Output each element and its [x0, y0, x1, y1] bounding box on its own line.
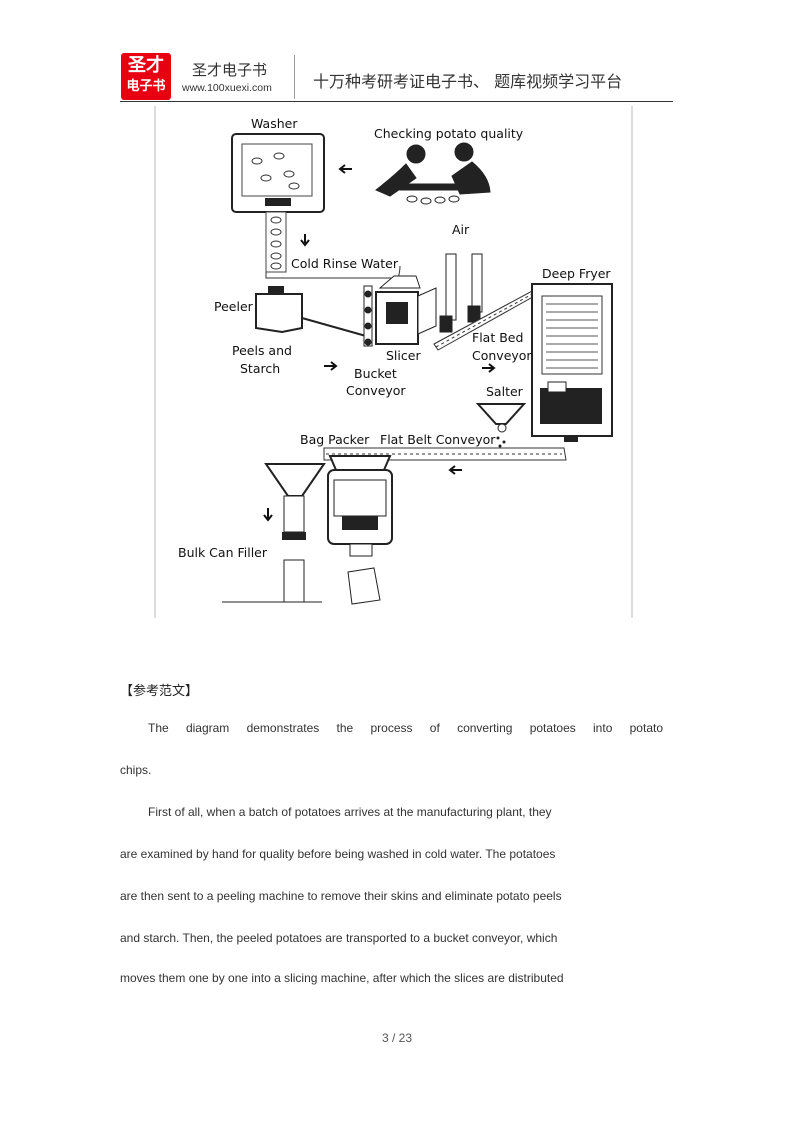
arrow-down-icon	[300, 234, 310, 247]
brand-name: 圣才电子书	[192, 61, 268, 79]
bag-packer-machine	[327, 455, 393, 605]
label-slicer: Slicer	[386, 348, 421, 363]
workers-figure	[375, 142, 491, 205]
label-bucket: Bucket	[354, 366, 397, 381]
page-number: 3 / 23	[381, 1031, 413, 1045]
label-peels: Peels and	[232, 343, 292, 358]
label-flat-belt: Flat Belt Conveyor	[380, 432, 496, 447]
air-tubes	[439, 253, 483, 333]
logo-text-top: 圣才	[128, 55, 164, 76]
header-divider	[120, 101, 673, 102]
text-line-5: are then sent to a peeling machine to re…	[120, 889, 562, 903]
label-bucket-conveyor: Conveyor	[346, 383, 406, 398]
text-line-4: are examined by hand for quality before …	[120, 847, 556, 861]
header-slogan: 十万种考研考证电子书、 题库视频学习平台	[313, 72, 623, 91]
label-flat-bed: Flat Bed	[472, 330, 523, 345]
label-starch: Starch	[240, 361, 280, 376]
slicer-machine	[375, 275, 437, 345]
label-peeler: Peeler	[214, 299, 254, 314]
brand-logo: 圣才 电子书	[121, 53, 171, 100]
potato-stream	[265, 211, 287, 273]
label-bag-packer: Bag Packer	[300, 432, 370, 447]
diagram-svg: Washer Checking potato quality Air Cold …	[154, 106, 633, 618]
washer-machine	[231, 133, 325, 213]
text-line-6: and starch. Then, the peeled potatoes ar…	[120, 931, 558, 945]
bulk-can-filler	[222, 463, 326, 603]
label-checking: Checking potato quality	[374, 126, 524, 141]
peeler-machine	[255, 286, 373, 347]
label-deep-fryer: Deep Fryer	[542, 266, 611, 281]
text-line-2: chips.	[120, 763, 152, 777]
section-heading: 【参考范文】	[120, 684, 199, 699]
label-bulk-can: Bulk Can Filler	[178, 545, 268, 560]
label-air: Air	[452, 222, 470, 237]
label-washer: Washer	[251, 116, 298, 131]
label-salter: Salter	[486, 384, 524, 399]
arrow-down-icon-2	[263, 508, 273, 522]
deep-fryer-machine	[531, 283, 613, 442]
text-line-1: The diagram demonstrates the process of …	[148, 721, 663, 735]
text-line-3: First of all, when a batch of potatoes a…	[148, 805, 552, 819]
brand-url[interactable]: www.100xuexi.com	[182, 82, 272, 94]
logo-text-bottom: 电子书	[126, 79, 166, 94]
bucket-conveyor	[363, 285, 373, 347]
process-diagram: Washer Checking potato quality Air Cold …	[154, 106, 634, 618]
arrow-right-icon-2	[324, 361, 338, 371]
arrow-left-icon	[338, 164, 352, 174]
label-flat-bed-2: Conveyor	[472, 348, 532, 363]
brand-block: 圣才电子书 www.100xuexi.com	[178, 55, 295, 99]
text-line-7: moves them one by one into a slicing mac…	[120, 971, 564, 985]
arrow-right-icon	[482, 363, 496, 373]
arrow-left-icon-2	[448, 465, 462, 475]
label-cold-rinse: Cold Rinse Water	[291, 256, 399, 271]
salter-funnel	[475, 403, 527, 448]
